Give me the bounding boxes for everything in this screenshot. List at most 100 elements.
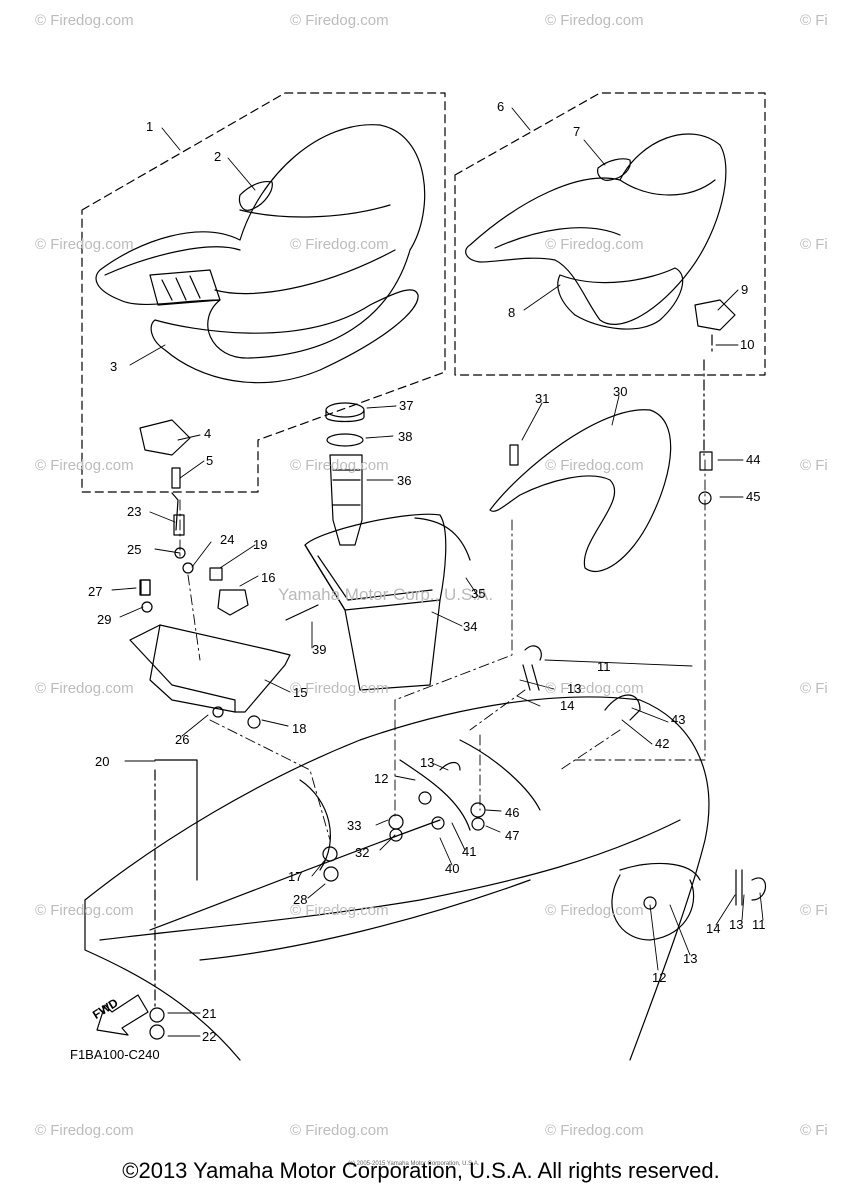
callout-number: 14 [706,921,721,936]
callout-number: 2 [214,149,222,164]
rear-handle [489,409,672,573]
rear-lock-plate [694,299,736,331]
callout-number: 9 [741,282,749,297]
callout-leaders [111,107,764,1037]
callout-number: 40 [445,861,460,876]
callout-number: 47 [505,828,520,843]
seat-bolt [171,467,181,489]
callout-number: 36 [397,473,412,488]
storage-compartment [285,402,471,691]
callout-number: 25 [127,542,142,557]
watermark: © Firedog.com [545,457,644,474]
copyright-footer: ©2013 Yamaha Motor Corporation, U.S.A. A… [122,1158,720,1183]
footer-small-text: (c) 2005-2015 Yamaha Motor Corporation, … [348,1161,480,1167]
callout-number: 39 [312,642,327,657]
front-seat-group [81,92,446,531]
callout-number: 10 [740,337,755,352]
watermark: © Firedog.com [545,680,644,697]
callout-number: 8 [508,305,516,320]
callout-number: 37 [399,398,414,413]
watermark: © Firedog.com [35,457,134,474]
watermark: © Firedog.com [545,902,644,919]
callout-number: 24 [220,532,235,547]
callout-number: 13 [729,917,744,932]
watermark: © Fi [800,1122,828,1139]
watermark: © Firedog.com [35,902,134,919]
watermark: © Fi [800,12,828,29]
tie-down-rod [154,759,198,881]
bucket-seal [414,517,471,561]
hull [84,696,710,1061]
callout-number: 15 [293,685,308,700]
front-seat-frame [81,92,446,493]
seat-bumper-pad [149,269,221,306]
screw [285,604,319,621]
callout-number: 31 [535,391,550,406]
callout-number: 26 [175,732,190,747]
callout-number: 12 [652,970,667,985]
callout-number: 45 [746,489,761,504]
callout-number: 21 [202,1006,217,1021]
callout-number: 22 [202,1029,217,1044]
watermark: © Firedog.com [35,1122,134,1139]
callout-number: 32 [355,845,370,860]
watermark: © Firedog.com [290,457,389,474]
front-seat-base [150,289,419,384]
callout-number: 13 [567,681,582,696]
callout-number: 44 [746,452,761,467]
callout-number: 5 [206,453,214,468]
hardware [139,451,766,1040]
watermark: © Fi [800,457,828,474]
rear-seat-base [557,267,684,330]
watermark: © Firedog.com [545,12,644,29]
callout-number: 12 [374,771,389,786]
callout-number: 46 [505,805,520,820]
watermark: © Firedog.com [290,1122,389,1139]
center-watermark: Yamaha Motor Corp., U.S.A. [278,585,494,604]
callout-number: 23 [127,504,142,519]
front-seat-cushion [95,124,426,359]
callout-number: 3 [110,359,118,374]
callout-number: 7 [573,124,581,139]
callout-number: 11 [597,659,611,674]
callout-number: 38 [398,429,413,444]
filler-neck [329,454,363,546]
watermark: © Fi [800,680,828,697]
watermark: © Firedog.com [35,680,134,697]
callout-number: 19 [253,537,268,552]
watermark: © Firedog.com [545,1122,644,1139]
rear-grip-strap [597,158,631,181]
watermark: © Firedog.com [290,680,389,697]
callout-number: 35 [471,586,486,601]
grip-strap [238,180,273,211]
fwd-arrow [96,994,149,1036]
watermark: © Firedog.com [35,236,134,253]
watermark: © Fi [800,236,828,253]
callout-number: 6 [497,99,505,114]
reference-code: F1BA100-C240 [70,1047,160,1062]
callout-number: 43 [671,712,686,727]
rear-seat-frame [454,92,766,376]
callout-number: 17 [288,869,303,884]
callout-number: 27 [88,584,103,599]
callout-number: 33 [347,818,362,833]
callout-number: 20 [95,754,110,769]
callout-number: 11 [752,917,766,932]
callout-number: 30 [613,384,628,399]
watermark: © Firedog.com [290,12,389,29]
callout-number: 1 [146,119,154,134]
watermark: © Firedog.com [545,236,644,253]
callout-number: 13 [420,755,435,770]
callout-number: 42 [655,736,670,751]
callout-number: 18 [292,721,307,736]
callout-number: 34 [463,619,478,634]
watermark: © Firedog.com [35,12,134,29]
bracket-assembly [129,579,291,713]
rope-hook [604,694,641,721]
callout-number: 16 [261,570,276,585]
callout-number: 4 [204,426,212,441]
watermark: © Firedog.com [290,236,389,253]
seat-lock-plate [139,419,191,456]
callout-number: 29 [97,612,112,627]
